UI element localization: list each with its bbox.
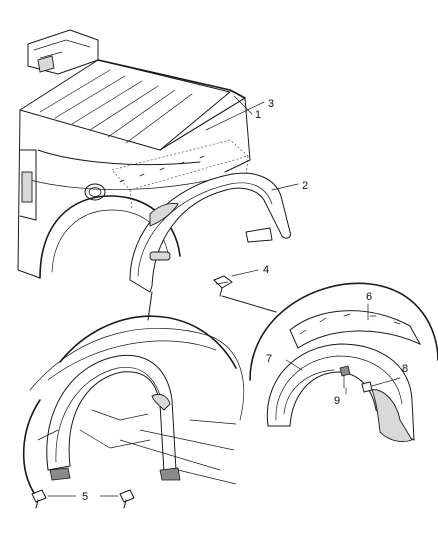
callout-3: 3 bbox=[268, 98, 274, 110]
callout-7: 7 bbox=[266, 353, 272, 365]
leader-lines bbox=[147, 95, 369, 395]
callout-5: 5 bbox=[82, 491, 88, 503]
callout-1: 1 bbox=[255, 109, 261, 121]
callout-2: 2 bbox=[302, 180, 308, 192]
callout-6: 6 bbox=[366, 291, 372, 303]
detail-view-flare-mount bbox=[22, 315, 245, 497]
callout-4: 4 bbox=[263, 264, 269, 276]
detail-view-wheelhouse-liner bbox=[249, 282, 438, 443]
callout-8: 8 bbox=[402, 363, 408, 375]
screw-fasteners bbox=[31, 489, 135, 509]
wheel-flare-part bbox=[129, 172, 291, 293]
callout-9: 9 bbox=[334, 395, 340, 407]
push-pin-fastener bbox=[213, 275, 233, 297]
truck-bed-illustration bbox=[17, 29, 251, 279]
